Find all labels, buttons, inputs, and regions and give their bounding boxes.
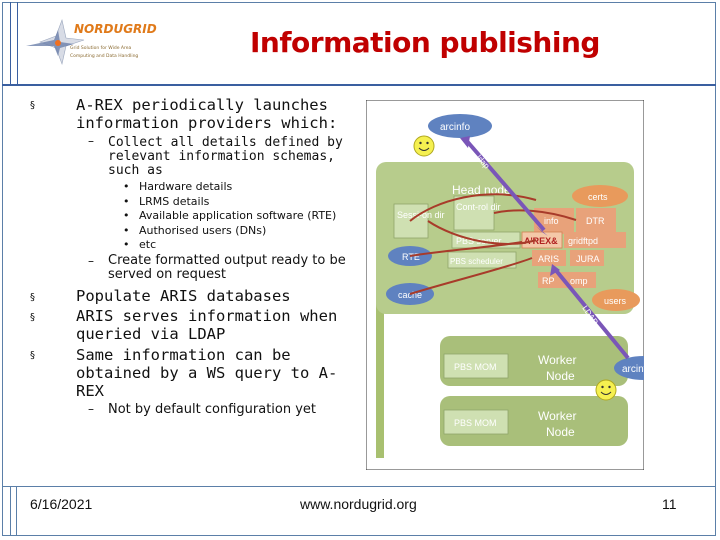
slide-title: Information publishing xyxy=(250,26,600,59)
detail-item: Hardware details xyxy=(139,180,233,193)
pbs-mom-label-2: PBS MOM xyxy=(454,418,497,428)
info-label: info xyxy=(544,216,559,226)
rp-omp-box xyxy=(538,272,596,288)
star-icon xyxy=(26,18,85,66)
worker-label-2b: Node xyxy=(546,425,575,439)
bullet-marker: § xyxy=(30,292,35,303)
arcinfo-bottom-label: arcinfo xyxy=(622,364,644,375)
dot-marker: • xyxy=(123,180,130,193)
detail-item: Authorised users (DNs) xyxy=(139,223,267,237)
architecture-diagram: Shared file system Head node PBS MOM PBS… xyxy=(366,100,644,470)
logo-tagline-1: Grid Solution for Wide Area xyxy=(70,45,132,51)
worker-label-1b: Node xyxy=(546,369,575,383)
certs-label: certs xyxy=(588,192,608,202)
bullet-ws-query: Same information can be obtained by a WS… xyxy=(76,346,338,400)
bullet-populate: Populate ARIS databases xyxy=(76,287,291,305)
bullet-marker: § xyxy=(30,100,35,111)
dot-marker: • xyxy=(123,209,130,222)
footer-bar xyxy=(2,486,716,536)
detail-item: Available application software (RTE) xyxy=(139,209,337,222)
session-dir-box xyxy=(393,203,429,239)
header-bar xyxy=(2,2,716,86)
bullet-aris-serves: ARIS serves information when queried via… xyxy=(76,307,338,343)
pbs-mom-label-1: PBS MOM xyxy=(454,362,497,372)
detail-item: LRMS details xyxy=(139,194,210,208)
arex-label: A'REX& xyxy=(524,236,558,246)
aris-box xyxy=(532,250,566,266)
jura-label: JURA xyxy=(576,254,600,264)
user-smiley-icon xyxy=(595,379,617,401)
session-dir-label: Sessi-on dir xyxy=(397,210,445,220)
connector-lines xyxy=(409,193,577,295)
arcinfo-bottom-oval xyxy=(614,356,644,380)
footer-url: www.nordugrid.org xyxy=(300,496,417,512)
sub-bullet-collect: Collect all details defined by relevant … xyxy=(108,135,343,178)
rp-label: RP xyxy=(542,276,555,286)
shared-fs-bar xyxy=(376,210,384,458)
users-oval xyxy=(592,289,640,311)
bullet-arex: A-REX periodically launches information … xyxy=(76,96,338,132)
dash-marker: – xyxy=(88,254,94,268)
logo-wordmark: NORDUGRID xyxy=(74,22,157,36)
shared-fs-label: Shared file system xyxy=(411,360,423,450)
sub-bullet-create: Create formatted output ready to be serv… xyxy=(108,253,346,282)
ldap-arrow-top xyxy=(460,136,548,236)
pbs-mom-box-2 xyxy=(443,409,509,435)
pbs-scheduler-label: PBS scheduler xyxy=(450,257,503,266)
sub-bullet-not-default: Not by default configuration yet xyxy=(108,402,317,417)
bullet-marker: § xyxy=(30,312,35,323)
arcinfo-top-oval xyxy=(428,114,492,138)
arcinfo-top-label: arcinfo xyxy=(440,122,470,133)
aris-label: ARIS xyxy=(538,254,559,264)
footer-rule xyxy=(16,486,17,536)
logo-tagline-2: Computing and Data Handling xyxy=(70,53,138,59)
cache-label: cache xyxy=(398,290,422,300)
dash-marker: – xyxy=(88,402,94,416)
gridftpd-label: gridftpd xyxy=(568,236,598,246)
pbs-mom-box-1 xyxy=(443,353,509,379)
footer-date: 6/16/2021 xyxy=(30,496,93,512)
dash-marker: – xyxy=(88,134,94,148)
dot-marker: • xyxy=(123,238,130,251)
certs-oval xyxy=(572,185,628,207)
control-dir-label: Cont-rol dir xyxy=(456,202,501,212)
user-smiley-icon xyxy=(413,135,435,157)
dtr-box xyxy=(576,208,616,234)
dtr-label: DTR xyxy=(586,216,605,226)
worker-label-2a: Worker xyxy=(538,409,576,423)
omp-label: omp xyxy=(570,276,588,286)
dot-marker: • xyxy=(123,223,130,237)
jura-box xyxy=(570,250,604,266)
bullet-marker: § xyxy=(30,350,35,361)
footer-rule xyxy=(10,486,11,536)
worker-label-1a: Worker xyxy=(538,353,576,367)
header-left-rule xyxy=(10,2,18,86)
users-label: users xyxy=(604,296,627,306)
pbs-scheduler-box xyxy=(447,251,517,269)
dot-marker: • xyxy=(123,194,130,208)
page-number: 11 xyxy=(662,496,677,512)
ldap-arrow-bottom xyxy=(550,264,630,360)
nordugrid-logo: NORDUGRID Grid Solution for Wide Area Co… xyxy=(26,18,157,66)
detail-item: etc xyxy=(139,238,157,251)
gridftpd-box xyxy=(564,232,626,248)
rte-label: RTE xyxy=(402,252,420,262)
